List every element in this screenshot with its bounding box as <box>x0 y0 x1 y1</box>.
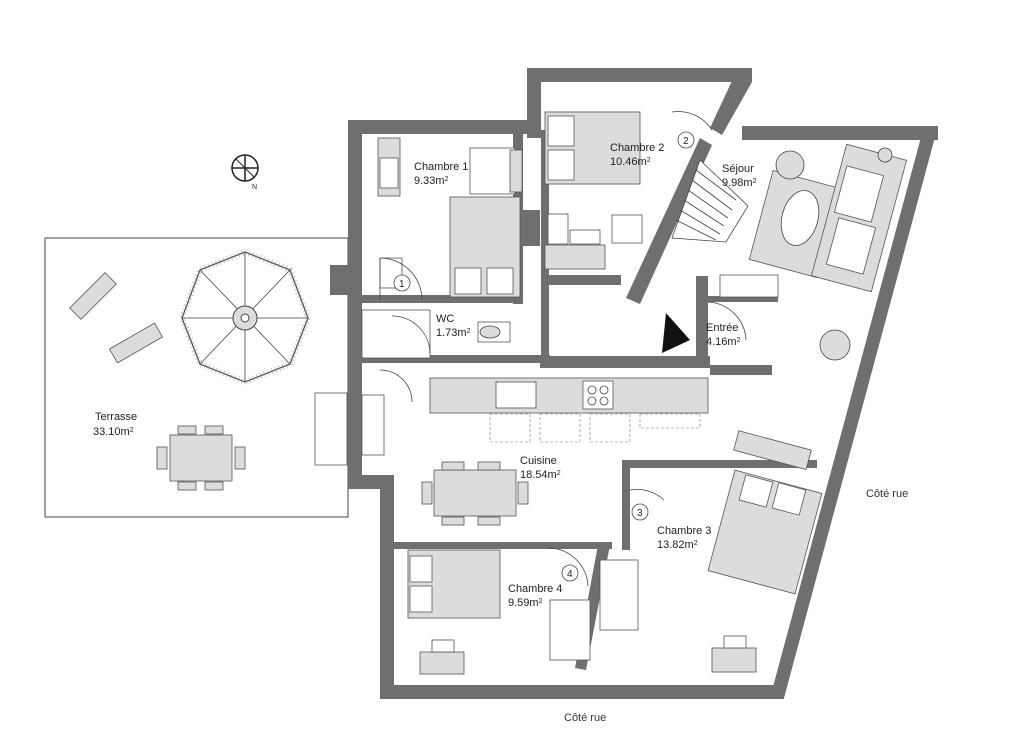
staircase-icon <box>671 159 749 243</box>
svg-text:2: 2 <box>683 136 689 147</box>
chambre2-furniture <box>544 111 643 270</box>
entree-area: 4.16m2 <box>706 336 741 348</box>
cuisine-name: Cuisine <box>520 455 557 467</box>
sun-lounger-icon <box>69 272 164 364</box>
entree-door <box>707 301 747 341</box>
chambre4-name: Chambre 4 <box>508 583 562 595</box>
chambre4-area: 9.59m2 <box>508 597 543 609</box>
chambre1-area: 9.33m2 <box>414 175 449 187</box>
chambre3-name: Chambre 3 <box>657 525 711 537</box>
sejour-area: 9.98m2 <box>722 177 757 189</box>
door-2: 2 <box>671 111 713 149</box>
kitchen-door <box>379 369 413 403</box>
sejour-name: Séjour <box>722 163 754 175</box>
kitchen-counter <box>429 377 709 443</box>
street-label-bottom: Côté rue <box>564 712 606 724</box>
svg-text:4: 4 <box>567 569 573 580</box>
door-1: 1 <box>379 257 423 301</box>
door-4: 4 <box>547 547 589 587</box>
sejour-furniture <box>719 143 908 361</box>
cuisine-area: 18.54m2 <box>520 469 561 481</box>
terrace-table-icon <box>156 425 246 491</box>
terrace-name: Terrasse <box>95 411 137 423</box>
chambre3-area: 13.82m2 <box>657 539 698 551</box>
chambre4-furniture <box>407 549 591 675</box>
svg-text:N: N <box>252 184 257 191</box>
chambre1-name: Chambre 1 <box>414 161 468 173</box>
svg-text:3: 3 <box>637 508 643 519</box>
wc-door <box>391 315 431 355</box>
chambre3-furniture <box>599 430 823 673</box>
chambre2-area: 10.46m2 <box>610 156 651 168</box>
exterior-walls <box>314 68 938 699</box>
entree-name: Entrée <box>706 322 738 334</box>
terrace-area-value: 33.10m2 <box>93 426 134 438</box>
entrance-arrow-icon <box>662 313 690 353</box>
compass-north-icon: N <box>231 154 259 191</box>
chambre2-name: Chambre 2 <box>610 142 664 154</box>
chambre1-furniture <box>377 137 523 298</box>
svg-text:1: 1 <box>399 279 405 290</box>
door-3: 3 <box>629 489 665 521</box>
wc-name: WC <box>436 313 454 325</box>
wc-area: 1.73m2 <box>436 327 471 339</box>
wc-fixture-icon <box>361 309 511 359</box>
parasol-icon <box>178 248 312 386</box>
street-label-right: Côté rue <box>866 488 908 500</box>
kitchen-table-icon <box>421 461 529 526</box>
